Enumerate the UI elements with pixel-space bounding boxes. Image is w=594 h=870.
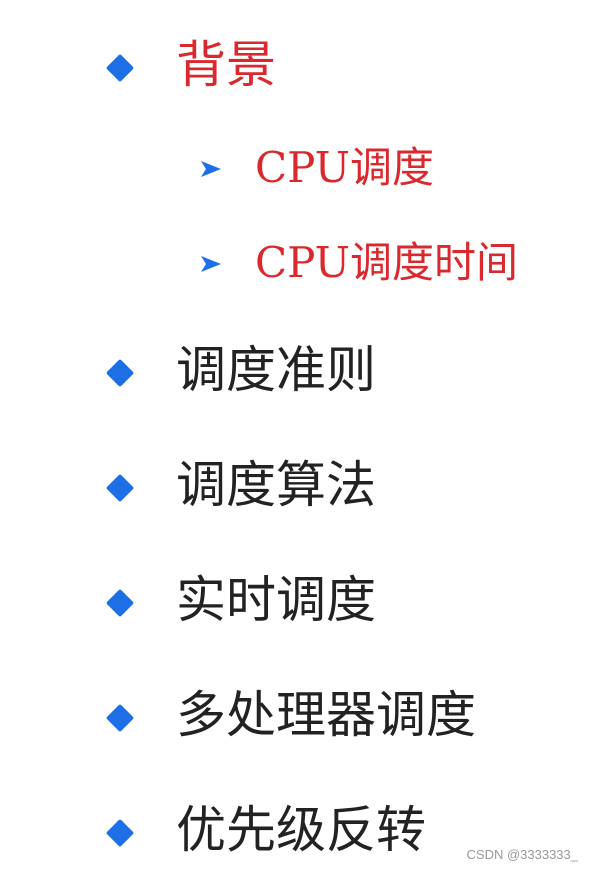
diamond-bullet-icon xyxy=(105,53,135,83)
outline-item-label: 调度算法 xyxy=(176,456,376,514)
outline-subitem-cpu-scheduling: CPU调度 xyxy=(0,135,594,215)
watermark: CSDN @3333333_ xyxy=(466,847,578,862)
arrowhead-bullet-icon xyxy=(201,161,221,177)
outline-item-algorithms: 调度算法 xyxy=(0,450,594,530)
outline-subitem-label: CPU调度 xyxy=(255,143,435,192)
outline-item-label: 背景 xyxy=(176,36,276,94)
outline-item-label: 调度准则 xyxy=(176,341,376,399)
outline-item-background: 背景 xyxy=(0,30,594,110)
outline-subitem-label: CPU调度时间 xyxy=(255,238,519,287)
outline-subitem-cpu-scheduling-time: CPU调度时间 xyxy=(0,230,594,310)
diamond-bullet-icon xyxy=(105,818,135,848)
outline-item-label: 实时调度 xyxy=(176,571,376,629)
diamond-bullet-icon xyxy=(105,473,135,503)
outline-item-label: 优先级反转 xyxy=(176,801,426,859)
outline-item-label: 多处理器调度 xyxy=(176,686,476,744)
diamond-bullet-icon xyxy=(105,358,135,388)
outline-item-priority-inversion: 优先级反转 xyxy=(0,795,594,870)
diamond-bullet-icon xyxy=(105,703,135,733)
diamond-bullet-icon xyxy=(105,588,135,618)
outline-item-realtime: 实时调度 xyxy=(0,565,594,645)
outline-item-criteria: 调度准则 xyxy=(0,335,594,415)
arrowhead-bullet-icon xyxy=(201,256,221,272)
outline-item-multiprocessor: 多处理器调度 xyxy=(0,680,594,760)
